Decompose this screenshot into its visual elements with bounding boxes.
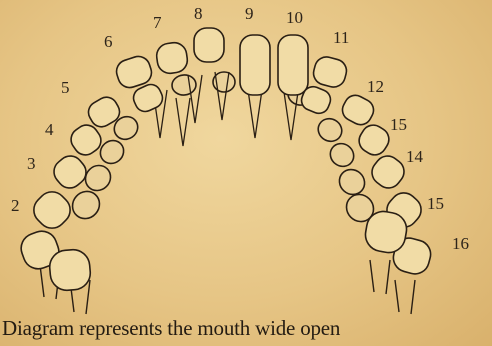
tooth-number-label: 12 [367,78,384,95]
tooth-crown-outline [49,151,91,193]
inner-tooth-outline [334,164,369,199]
tooth-number-label: 15 [427,195,444,212]
tooth-number-label: 2 [11,197,20,214]
shaded-tooth-crown [278,35,308,95]
inner-tooth-outline [314,114,346,145]
diagram-caption: Diagram represents the mouth wide open [2,316,490,341]
tooth-crown-outline [155,41,189,75]
tooth-number-label: 11 [333,29,349,46]
shaded-tooth-crown [240,35,270,95]
tooth-root-outline [176,98,190,146]
tooth-number-label: 5 [61,79,70,96]
tooth-number-label: 10 [286,9,303,26]
tooth-number-label: 8 [194,5,203,22]
tooth-number-label: 4 [45,121,54,138]
tooth-number-label: 6 [104,33,113,50]
tooth-number-label: 7 [153,14,162,31]
tooth-number-label: 9 [245,5,254,22]
tooth-number-label: 3 [27,155,36,172]
tooth-crown-outline [367,151,409,193]
tooth-crown-outline [339,91,378,128]
inner-tooth-outline [171,74,197,96]
tooth-crown-outline [355,121,394,160]
shaded-tooth-crown [48,248,91,291]
tooth-number-label: 14 [406,148,423,165]
inner-tooth-outline [67,186,105,224]
tooth-crown-outline [311,54,349,89]
tooth-number-label: 16 [452,235,469,252]
tooth-crown-outline [194,28,224,62]
molar-root-outline [395,280,415,314]
inner-tooth-outline [326,139,358,171]
tooth-root-outline [248,90,262,138]
molar-root-outline [370,260,390,294]
tooth-number-label: 15 [390,116,407,133]
inner-tooth-outline [80,160,115,195]
tooth-crown-outline [28,186,76,234]
